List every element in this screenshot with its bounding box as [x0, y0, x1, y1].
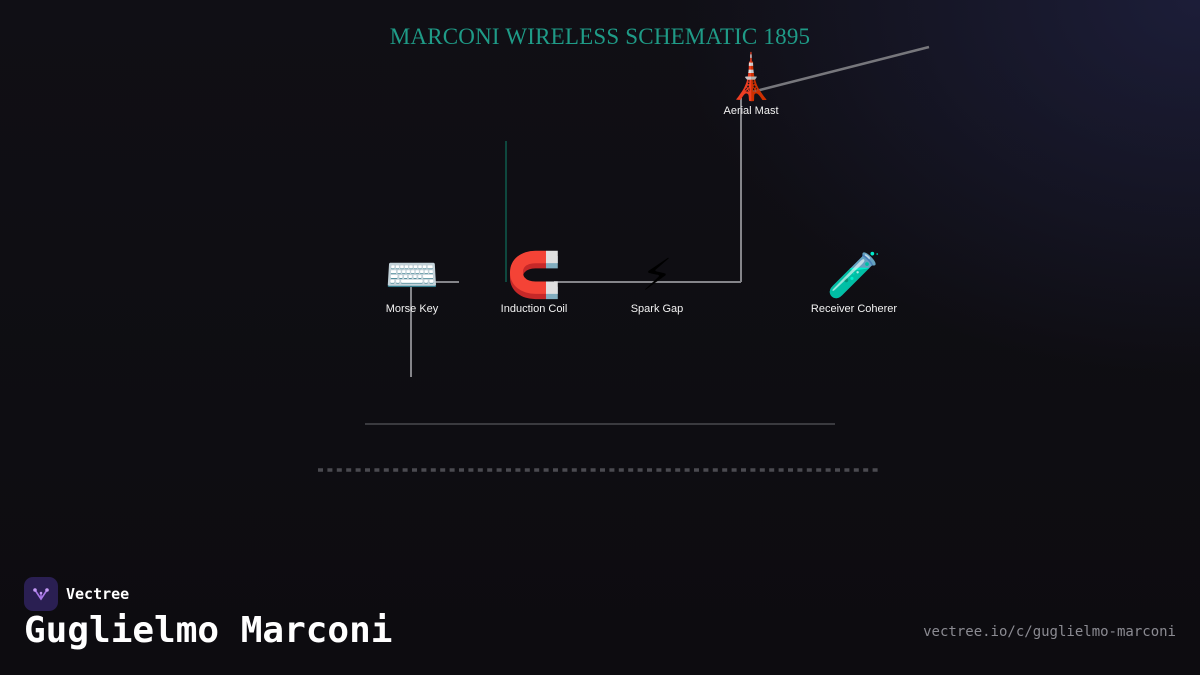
vectree-logo-icon — [24, 577, 58, 611]
brand: Vectree — [24, 577, 129, 611]
tower-icon: 🗼 — [723, 53, 779, 102]
keyboard-icon: ⌨️ — [384, 251, 440, 300]
node-aerial-mast: 🗼 Aerial Mast — [681, 52, 821, 117]
person-name: Guglielmo Marconi — [24, 610, 393, 651]
node-label: Aerial Mast — [723, 105, 779, 117]
lightning-icon: ⚡ — [641, 251, 673, 300]
node-spark-gap: ⚡ Spark Gap — [587, 250, 727, 315]
test-tube-icon: 🧪 — [826, 251, 882, 300]
node-receiver-coherer: 🧪 Receiver Coherer — [784, 250, 924, 315]
diagram-title: MARCONI WIRELESS SCHEMATIC 1895 — [389, 24, 811, 49]
magnet-icon: 🧲 — [506, 251, 562, 300]
node-label: Receiver Coherer — [810, 303, 898, 315]
antenna-wire — [751, 45, 930, 94]
node-label: Induction Coil — [500, 303, 568, 315]
node-morse-key: ⌨️ Morse Key — [342, 250, 482, 315]
brand-name: Vectree — [66, 585, 130, 603]
node-induction-coil: 🧲 Induction Coil — [464, 250, 604, 315]
page-url[interactable]: vectree.io/c/guglielmo-marconi — [923, 624, 1176, 640]
node-label: Spark Gap — [630, 303, 684, 315]
node-label: Morse Key — [385, 303, 439, 315]
